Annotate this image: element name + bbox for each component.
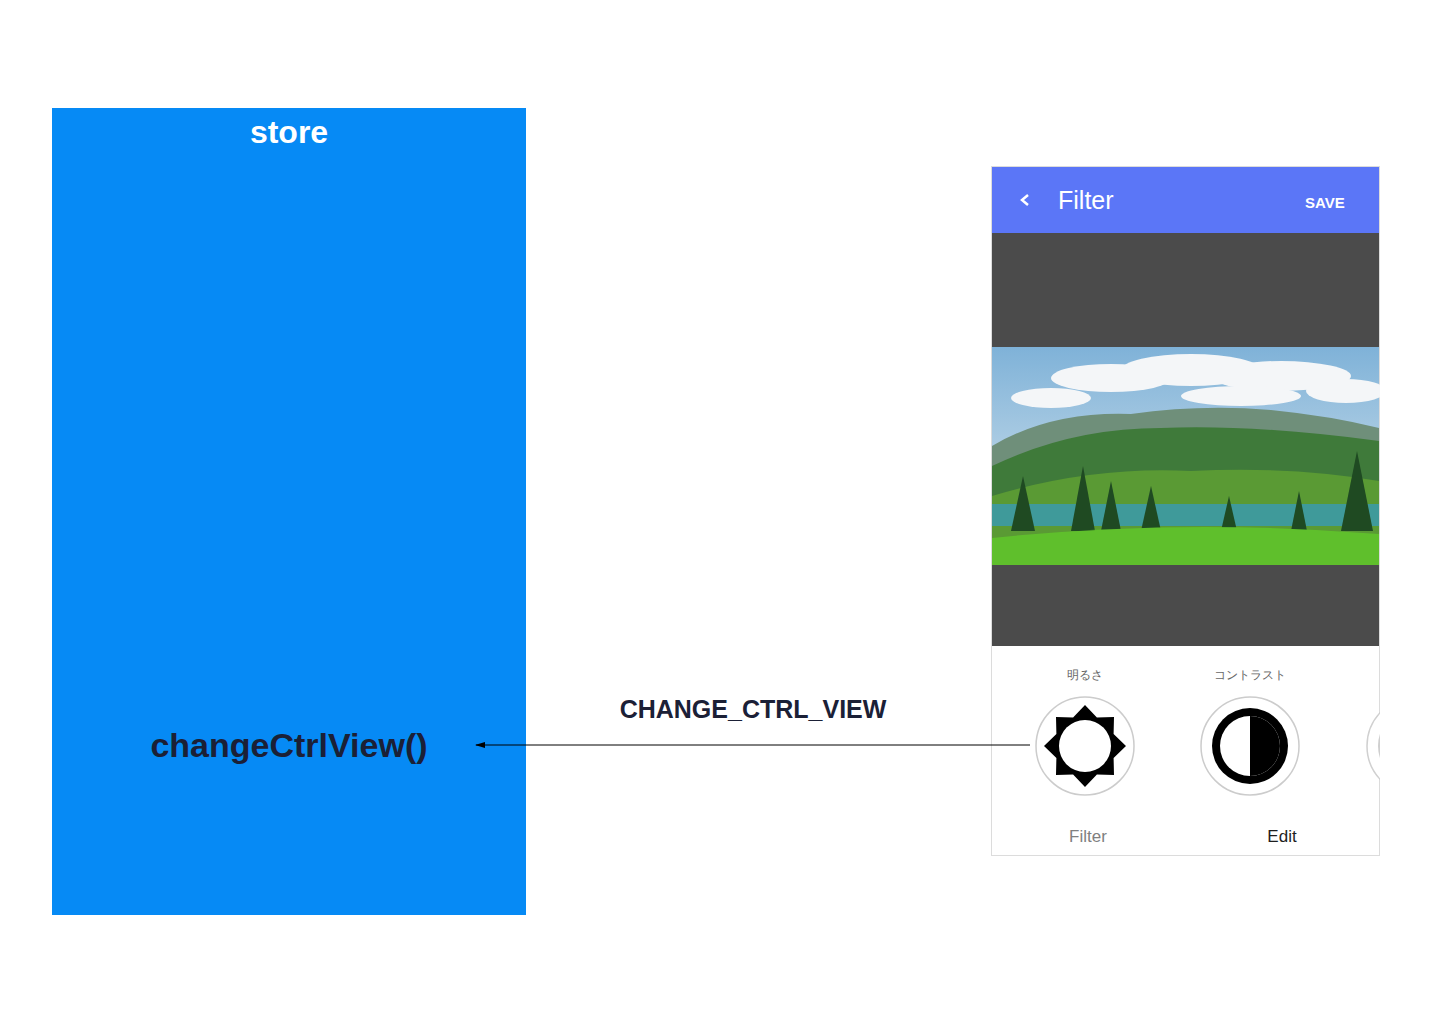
save-button: SAVE	[1305, 194, 1345, 211]
contrast-half	[1250, 716, 1280, 776]
button-caption: 明るさ	[1000, 667, 1170, 684]
button-circle	[1201, 697, 1299, 795]
panel-title: store	[52, 114, 526, 151]
method-name: changeCtrlView()	[150, 726, 427, 765]
edge-label: CHANGE_CTRL_VIEW	[617, 695, 890, 724]
control-button: コントラスト	[1195, 663, 1305, 799]
contrast-inner	[1220, 716, 1280, 776]
screen-title: Filter	[1058, 186, 1114, 215]
contrast-ring	[1212, 708, 1288, 784]
contrast-icon	[1195, 663, 1305, 799]
tab-label: Edit	[1267, 827, 1296, 847]
brightness-icon	[1030, 663, 1140, 799]
arrow-connector	[476, 745, 1030, 746]
sun-core	[1059, 720, 1111, 772]
sun-rays	[1044, 705, 1126, 787]
button-circle	[1036, 697, 1134, 795]
control-button: 明るさ	[1030, 663, 1140, 799]
tab-label: Filter	[1069, 827, 1107, 847]
store-panel: store changeCtrlView()	[52, 108, 526, 915]
method-box: changeCtrlView()	[102, 721, 476, 770]
button-caption: コントラスト	[1165, 667, 1335, 684]
